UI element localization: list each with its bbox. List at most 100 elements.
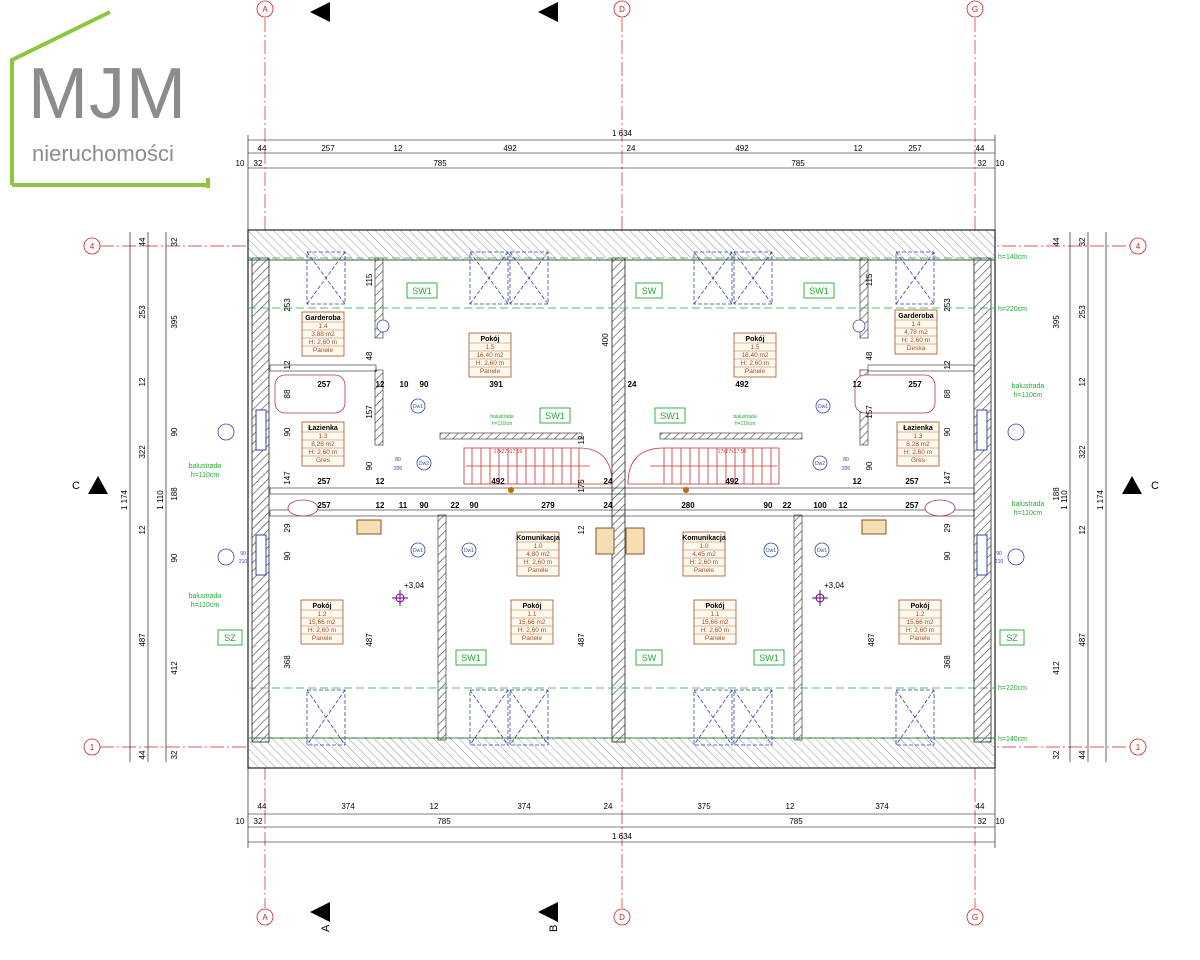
door-label: Dw1 bbox=[413, 404, 423, 410]
dim-top: 44 bbox=[976, 144, 985, 153]
dim-interior: 12 bbox=[376, 477, 385, 486]
dim-top-half: 32 bbox=[978, 159, 987, 168]
room-label-line: 3,88 m2 bbox=[311, 331, 335, 338]
dim-bottom: 374 bbox=[875, 802, 889, 811]
room-label-box bbox=[300, 599, 344, 645]
grid-label-1-left: 1 bbox=[90, 743, 95, 752]
dim-interior-vert: 90 bbox=[283, 551, 292, 560]
room-label-line: 15,66 m2 bbox=[701, 619, 728, 626]
dim-interior: 24 bbox=[604, 501, 613, 510]
dim-interior-vert: 90 bbox=[943, 551, 952, 560]
dim-right: 487 bbox=[1078, 633, 1087, 647]
dim-left: 12 bbox=[138, 525, 147, 534]
room-label-line: 4,45 m2 bbox=[692, 551, 716, 558]
dim-interior-vert: 90 bbox=[365, 461, 374, 470]
dim-interior: 492 bbox=[735, 380, 749, 389]
grid-label-a-top: A bbox=[262, 5, 268, 14]
dim-left-inner: 90 bbox=[170, 427, 179, 436]
room-label-line: 1.2 bbox=[317, 611, 326, 618]
dim-interior-vert: 147 bbox=[283, 471, 292, 485]
dim-interior: 90 bbox=[420, 501, 429, 510]
dim-interior-vert: 90 bbox=[283, 427, 292, 436]
window-size: 210 bbox=[995, 559, 1004, 565]
room-label-line: H: 2,60 m bbox=[308, 627, 336, 634]
gable-windows bbox=[255, 409, 988, 576]
roof-windows bbox=[306, 251, 935, 746]
dim-interior: 257 bbox=[908, 380, 922, 389]
dim-right-inner: 188 bbox=[1052, 487, 1061, 501]
door-label: Dw2 bbox=[419, 461, 429, 467]
dim-interior: 24 bbox=[604, 477, 613, 486]
door-size: 205 bbox=[394, 466, 403, 472]
section-arrow-icon bbox=[538, 2, 558, 22]
dim-top: 24 bbox=[627, 144, 636, 153]
dim-interior-vert: 29 bbox=[943, 523, 952, 532]
dim-left-inner: 412 bbox=[170, 661, 179, 675]
dim-right-inner: 412 bbox=[1052, 661, 1061, 675]
height-label: h=220cm bbox=[998, 685, 1027, 692]
dim-interior-vert: 115 bbox=[365, 273, 374, 286]
balustrada-note: balustrada bbox=[490, 414, 514, 420]
dim-right: 12 bbox=[1078, 525, 1087, 534]
room-label-line: 4,80 m2 bbox=[526, 551, 550, 558]
room-label-box bbox=[896, 421, 940, 467]
room-label-line: Gres bbox=[911, 457, 926, 464]
dim-interior-vert: 115 bbox=[865, 273, 874, 286]
room-label-line: 1.4 bbox=[911, 321, 920, 328]
room-label-line: Komunikacja bbox=[682, 535, 726, 542]
dim-interior-vert: 88 bbox=[283, 389, 292, 398]
dim-interior: 391 bbox=[489, 380, 503, 389]
dim-right: 12 bbox=[1078, 377, 1087, 386]
room-label-box bbox=[468, 332, 512, 378]
section-label-a: A bbox=[320, 924, 332, 932]
section-label-c-left: C bbox=[72, 480, 80, 492]
room-label-line: Panele bbox=[910, 635, 931, 642]
dim-interior: 90 bbox=[470, 501, 479, 510]
dim-left-inner: 395 bbox=[170, 315, 179, 329]
dim-interior: 257 bbox=[905, 501, 919, 510]
bathroom-fixtures bbox=[274, 374, 956, 517]
dim-left: 44 bbox=[138, 750, 147, 759]
dim-bottom: 374 bbox=[341, 802, 355, 811]
door-size: 80 bbox=[395, 457, 401, 463]
room-label-line: H: 2,60 m bbox=[690, 559, 718, 566]
dim-bottom-half: 785 bbox=[437, 817, 451, 826]
door-symbols bbox=[217, 319, 1025, 566]
window-tag-label: SZ bbox=[224, 633, 236, 643]
room-label-line: Panele bbox=[745, 368, 766, 375]
room-label-box bbox=[733, 332, 777, 378]
dim-interior-vert: 48 bbox=[865, 351, 874, 360]
dim-right: 253 bbox=[1078, 305, 1087, 319]
dim-interior: 12 bbox=[376, 501, 385, 510]
level-label: +3,04 bbox=[824, 581, 845, 590]
dim-interior: 280 bbox=[681, 501, 695, 510]
dim-interior: 257 bbox=[317, 501, 331, 510]
dim-interior: 90 bbox=[420, 380, 429, 389]
dim-interior: 10 bbox=[400, 380, 409, 389]
balustrada-note: balustrada bbox=[189, 463, 222, 470]
dim-right: 322 bbox=[1078, 445, 1087, 459]
door-label: Dw1 bbox=[413, 548, 423, 554]
dimension-lines bbox=[129, 135, 1107, 848]
dim-top-half: 785 bbox=[433, 159, 447, 168]
dim-interior: 257 bbox=[317, 477, 331, 486]
room-label-line: 15,66 m2 bbox=[518, 619, 545, 626]
room-label-line: Pokój bbox=[312, 603, 331, 610]
dim-interior-vert: 487 bbox=[365, 633, 374, 647]
balustrada-note: h=110cm bbox=[191, 602, 220, 609]
grid-label-d-bottom: D bbox=[619, 913, 625, 922]
dim-interior: 12 bbox=[839, 501, 848, 510]
dim-bottom-half: 32 bbox=[254, 817, 263, 826]
dim-left-inner: 90 bbox=[170, 553, 179, 562]
grid-label-4-right: 4 bbox=[1136, 242, 1141, 251]
dim-right-inner: 395 bbox=[1052, 315, 1061, 329]
